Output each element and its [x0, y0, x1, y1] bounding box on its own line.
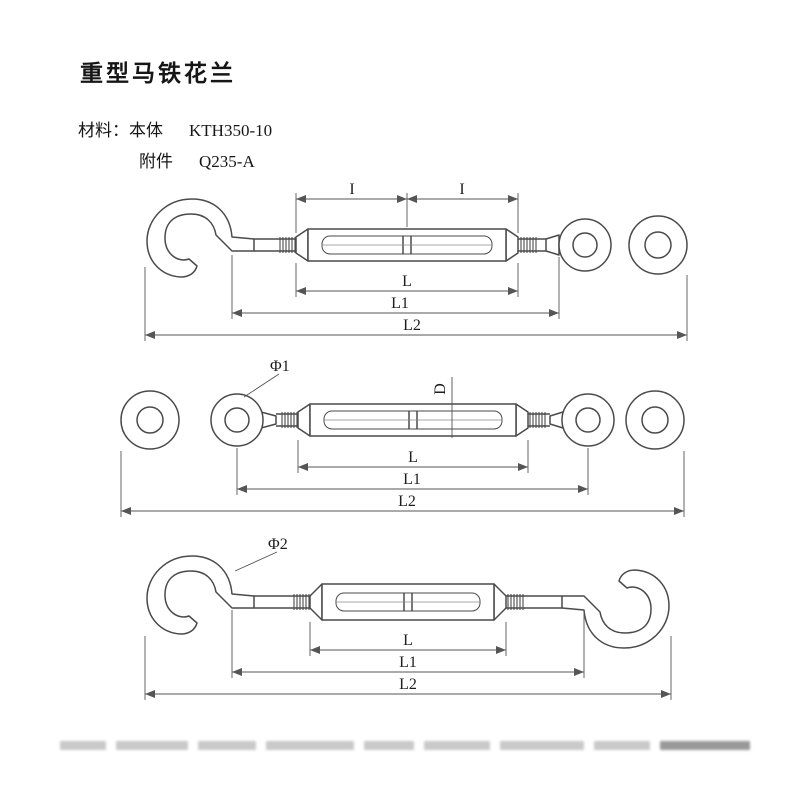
dimension-overall-length: L2 [144, 267, 688, 341]
left-hook [146, 198, 255, 278]
outer-ring [628, 215, 688, 275]
watermark-mark [500, 741, 584, 750]
thread-hatch-right [520, 237, 537, 253]
outer-ring-right [625, 390, 685, 450]
dimension-body-length: L [295, 263, 519, 297]
dim-label-L: L [403, 632, 413, 649]
thread-hatch-left [279, 237, 296, 253]
callout-hook-diameter: Φ2 [234, 536, 288, 572]
dim-label-L1: L1 [399, 654, 417, 671]
thread-hatch-left [281, 412, 298, 428]
watermark-mark [60, 741, 106, 750]
right-threaded-rod [506, 594, 562, 610]
dim-label-L: L [402, 273, 412, 290]
left-threaded-rod [254, 594, 310, 610]
right-eye [549, 393, 615, 447]
dimension-body-length: L [309, 622, 507, 656]
watermark-mark [266, 741, 354, 750]
material-accessory-name: 附件 [139, 152, 173, 171]
watermark-mark [116, 741, 188, 750]
material-line-body: 材料：本体 KTH350-10 [78, 116, 272, 141]
material-body-value: KTH350-10 [189, 121, 273, 140]
thread-hatch-right [507, 594, 524, 610]
watermark-mark [424, 741, 490, 750]
material-label: 材料： [78, 121, 129, 140]
dimension-overall-length: L2 [120, 451, 685, 517]
right-hook [561, 569, 670, 649]
callout-label-phi2: Φ2 [268, 536, 288, 553]
right-threaded-rod [518, 237, 546, 253]
dimension-thread-right: I [407, 181, 519, 233]
turnbuckle-body [297, 403, 529, 437]
watermark-mark [198, 741, 256, 750]
thread-hatch-right [529, 412, 546, 428]
left-eye [210, 393, 277, 447]
drawing-hook-eye-turnbuckle: I I L L1 L2 [144, 181, 688, 341]
dimension-inner-length: L1 [231, 255, 560, 319]
drawing-hook-hook-turnbuckle: Φ2 L L1 L2 [144, 536, 672, 700]
material-line-accessory: 附件 Q235-A [139, 147, 255, 172]
dim-label-L2: L2 [399, 676, 417, 693]
footer-watermark [60, 741, 760, 750]
right-eye [545, 218, 612, 272]
dim-label-thread-left: I [349, 181, 354, 198]
watermark-mark [364, 741, 414, 750]
watermark-mark [594, 741, 650, 750]
dimension-thread-left: I [295, 181, 408, 233]
left-threaded-rod [276, 412, 298, 428]
drawing-eye-eye-turnbuckle: D Φ1 L [120, 358, 685, 517]
dimension-rod-diameter: D [432, 377, 453, 438]
dim-label-L2: L2 [403, 317, 421, 334]
material-accessory-value: Q235-A [199, 152, 255, 171]
material-body-name: 本体 [129, 121, 163, 140]
right-threaded-rod [528, 412, 550, 428]
callout-eye-diameter: Φ1 [243, 358, 290, 398]
turnbuckle-body [295, 228, 519, 262]
dim-label-L1: L1 [391, 295, 409, 312]
dimension-inner-length: L1 [236, 448, 589, 495]
thread-hatch-left [293, 594, 310, 610]
left-threaded-rod [254, 237, 296, 253]
dim-label-L2: L2 [398, 493, 416, 510]
dimension-overall-length: L2 [144, 636, 672, 700]
dim-label-thread-right: I [459, 181, 464, 198]
watermark-mark [660, 741, 750, 750]
outer-ring-left [120, 390, 180, 450]
dim-label-D: D [432, 383, 449, 395]
dim-label-L: L [408, 449, 418, 466]
dimension-inner-length: L1 [231, 610, 585, 678]
dimension-body-length: L [297, 440, 529, 473]
page-title: 重型马铁花兰 [80, 61, 236, 86]
dim-label-L1: L1 [403, 471, 421, 488]
turnbuckle-body [309, 583, 507, 621]
left-hook [146, 555, 255, 635]
callout-label-phi1: Φ1 [270, 358, 290, 375]
